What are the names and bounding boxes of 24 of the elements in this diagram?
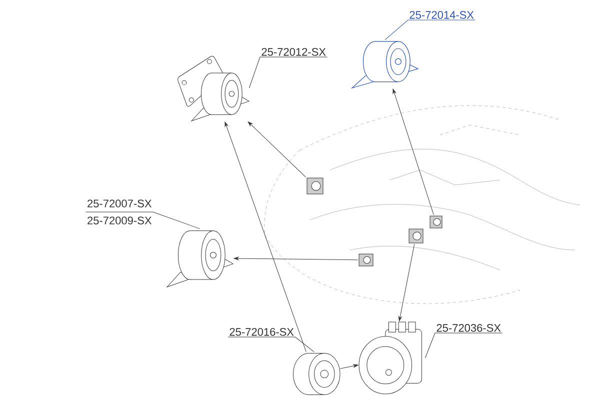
arrow — [224, 122, 306, 352]
leader-line — [424, 332, 502, 358]
leader-line — [86, 212, 200, 230]
arrow — [340, 364, 358, 369]
leader-line — [384, 20, 476, 40]
part-number-label: 25-72016-SX — [230, 328, 294, 336]
engine-mount-drawing — [166, 230, 234, 288]
leader-line — [248, 56, 328, 88]
part-number-label: 25-72012-SX — [262, 48, 326, 56]
arrow — [392, 88, 434, 216]
bracket-drawing — [358, 254, 374, 266]
bracket-drawing — [306, 178, 324, 194]
bracket-drawing — [408, 228, 424, 244]
arrow — [398, 244, 415, 322]
part-number-label: 25-72014-SX — [410, 11, 474, 19]
engine-mount-drawing — [292, 353, 340, 395]
arrow — [234, 256, 358, 260]
part-number-label: 25-72007-SX 25-72009-SX — [88, 200, 152, 224]
part-number-label: 25-72036-SX — [436, 324, 501, 332]
arrow — [248, 122, 306, 178]
engine-mount-drawing — [178, 56, 250, 122]
engine-mount-drawing — [358, 322, 422, 394]
bracket-drawing — [430, 216, 442, 228]
leader-line — [228, 336, 314, 352]
